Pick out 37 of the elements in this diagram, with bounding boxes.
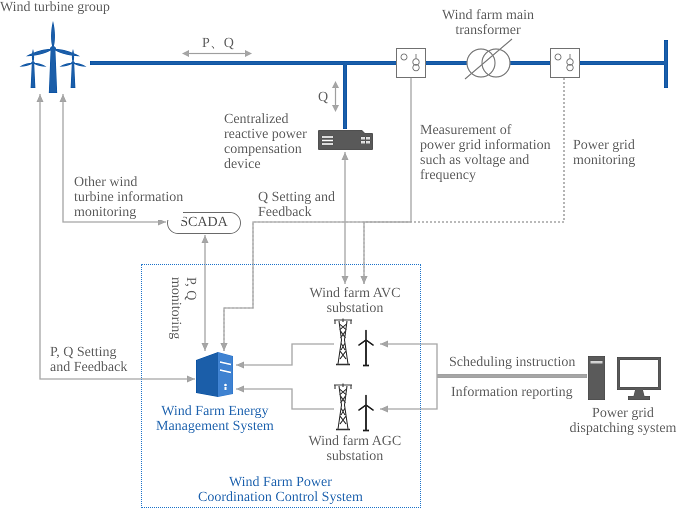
- arrow: [380, 340, 438, 376]
- edge-label: Q Setting and Feedback: [258, 190, 335, 220]
- edge-label: Power grid monitoring: [573, 138, 636, 168]
- arrow: [360, 78, 565, 284]
- connector: [343, 63, 347, 129]
- meter-icon: [396, 48, 426, 78]
- edge-label: Measurement of power grid information such as voltage and frequency: [420, 122, 551, 182]
- group-title: Wind Farm Power Coordination Control System: [198, 474, 363, 504]
- node-label: Wind farm AVC substation: [310, 286, 400, 316]
- arrow: [342, 152, 348, 284]
- arrow: [380, 376, 438, 412]
- quantity-label: P、Q: [202, 36, 234, 50]
- connector: [437, 374, 587, 378]
- arrow: [202, 235, 208, 351]
- connector: [580, 61, 664, 65]
- connector: [90, 61, 345, 65]
- node-label: Wind farm main transformer: [442, 8, 534, 38]
- connector: [345, 61, 396, 65]
- node-label: Centralized reactive power compensation device: [224, 112, 307, 172]
- node-label: Wind farm AGC substation: [308, 434, 402, 464]
- edge-label: P, Q monitoring: [168, 277, 198, 340]
- connector: [410, 78, 412, 222]
- connector: [426, 61, 467, 65]
- edge-label: Other wind turbine information monitoring: [74, 175, 184, 220]
- arrow: [36, 94, 195, 382]
- node-label: Power grid dispatching system: [570, 406, 676, 436]
- busbar: [664, 40, 668, 88]
- quantity-label: Q: [318, 90, 328, 105]
- arrow: [60, 94, 166, 226]
- arrow: [236, 386, 334, 410]
- node-label: Wind Farm Energy Management System: [156, 404, 274, 434]
- edge-label: Scheduling instruction: [449, 354, 576, 370]
- edge-label: Information reporting: [451, 384, 573, 400]
- arrow: [236, 343, 334, 368]
- connector: [510, 61, 550, 65]
- node-label: Wind turbine group: [0, 0, 110, 15]
- meter-icon: [550, 48, 580, 78]
